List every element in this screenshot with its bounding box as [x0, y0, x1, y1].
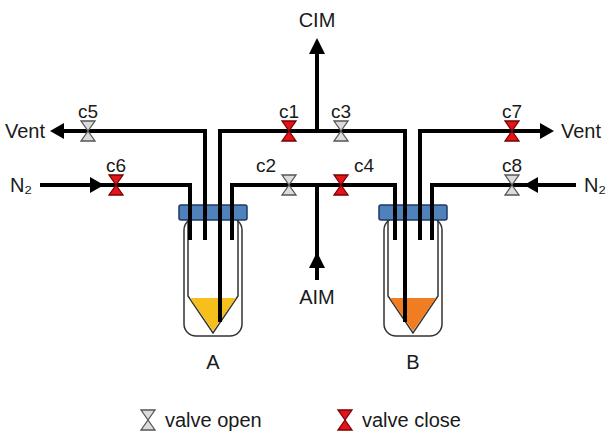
- arrow-heads: [50, 38, 554, 268]
- legend-text: valve close: [362, 409, 461, 431]
- vial-b: [379, 205, 447, 336]
- valve-label: c7: [502, 102, 522, 123]
- vial-label: B: [406, 351, 419, 373]
- valve-label: c4: [354, 156, 374, 177]
- port-label: Vent: [5, 120, 45, 142]
- valve-symbol: [138, 407, 158, 433]
- outlet-label: CIM: [299, 9, 336, 31]
- valve-symbol: [335, 407, 355, 433]
- valve-label: c6: [106, 156, 126, 177]
- legend-text: valve open: [165, 409, 262, 431]
- valve-label: c2: [256, 156, 276, 177]
- gas-label: N₂: [584, 174, 606, 196]
- gas-label: N₂: [10, 174, 32, 196]
- valves: [81, 121, 519, 195]
- port-label: Vent: [561, 120, 601, 142]
- vial-label: A: [206, 351, 219, 373]
- valve-label: c1: [279, 102, 299, 123]
- tubing: [40, 50, 576, 322]
- valve-label: c3: [331, 102, 351, 123]
- valve-label: c8: [502, 156, 522, 177]
- valve-label: c5: [78, 102, 98, 123]
- inlet-label: AIM: [299, 286, 335, 308]
